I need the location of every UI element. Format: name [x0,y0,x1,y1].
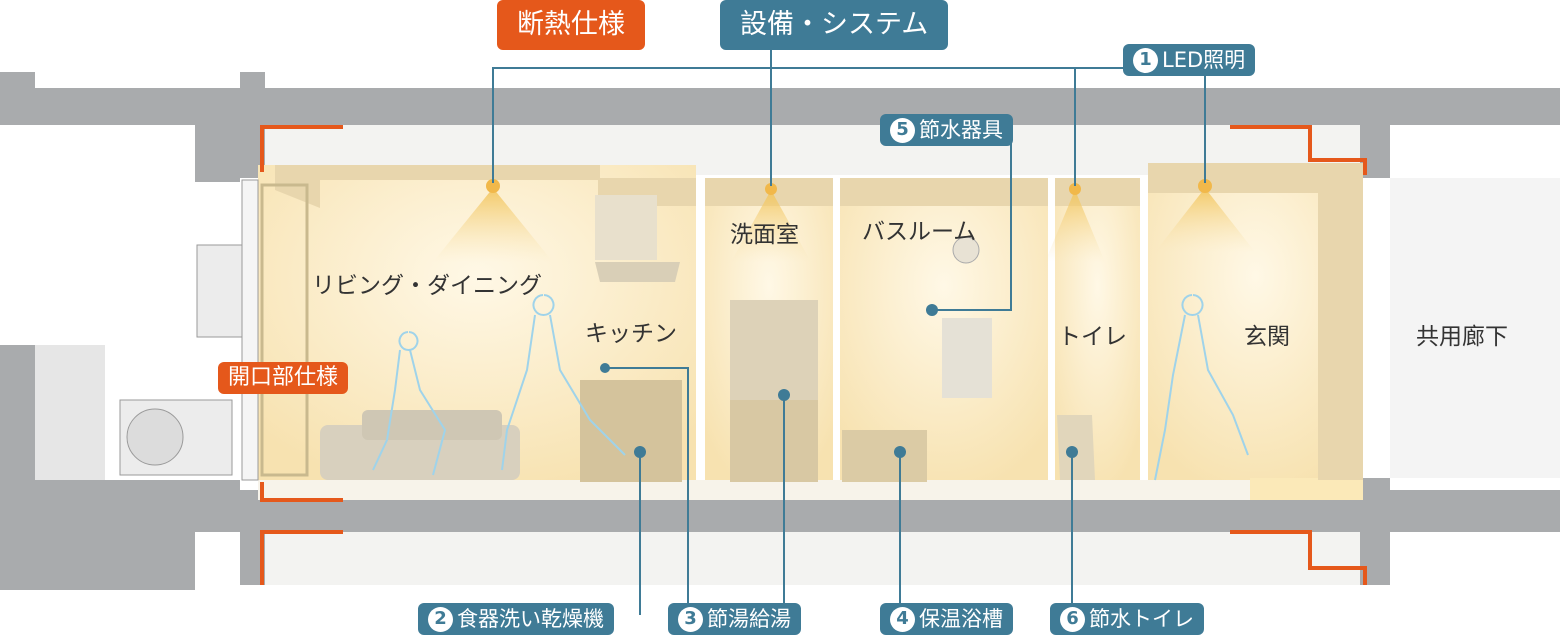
room-bathroom: バスルーム [862,219,977,245]
person-silhouettes [372,294,1249,481]
window-frame [260,183,309,477]
feature-label: 食器洗い乾燥機 [457,607,604,631]
feature-label: 節水器具 [919,118,1003,142]
insulation-lines [260,125,1367,585]
opening-spec-label: 開口部仕様 [218,362,349,394]
feature-number-icon: 6 [1060,606,1085,632]
room-kitchen: キッチン [585,321,677,347]
ceiling-trims [275,163,1363,480]
feature-label: 節湯給湯 [707,607,791,631]
callout-dots [600,304,1078,458]
opening-spec-text: 開口部仕様 [228,365,339,390]
room-corridor: 共用廊下 [1416,324,1508,350]
room-toilet: トイレ [1058,324,1127,350]
feature-number-icon: 2 [428,606,453,632]
insulation-header: 断熱仕様 [497,0,645,50]
feature-number-icon: 5 [890,117,915,143]
feature-label: LED照明 [1162,48,1246,72]
room-washroom: 洗面室 [730,222,799,248]
feature-number-icon: 1 [1133,47,1158,73]
callout-lines [492,50,1206,615]
room-living: リビング・ダイニング [312,273,542,299]
insulation-header-label: 断熱仕様 [517,9,625,40]
feature-label: 節水トイレ [1089,607,1194,631]
equipment-header-label: 設備・システム [740,9,929,40]
feature-number-icon: 3 [678,606,703,632]
feature-number-icon: 4 [890,606,915,632]
concrete-structure [0,72,1560,590]
equipment-header: 設備・システム [720,0,949,50]
room-entrance: 玄関 [1244,324,1290,350]
furniture [320,195,1095,482]
feature-label: 保温浴槽 [919,607,1003,631]
outdoor-units [119,179,259,481]
led-light-cones [433,179,1255,262]
